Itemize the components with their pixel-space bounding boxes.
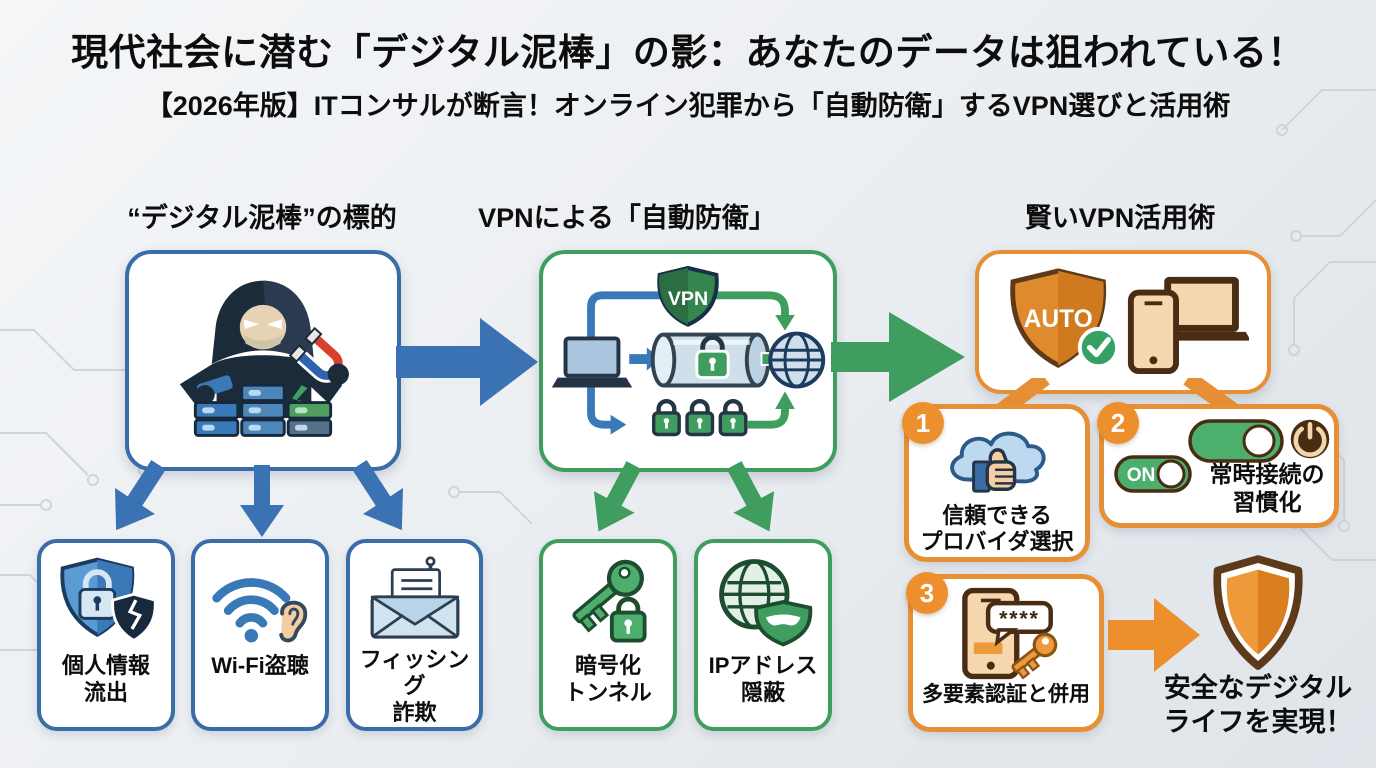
tips-column-header: 賢いVPN活用術 [1024,203,1216,233]
vpn-item-encrypted-tunnel: 暗号化トンネル [539,539,677,731]
vpn-item-ip-masking: IPアドレス隠蔽 [694,539,832,731]
tip-step-mfa: 3 **** 多要素認証と併用 [906,572,1104,732]
step-3-badge: 3 [906,572,948,614]
vpn-column-header: VPNによる「自動防衛」 [478,203,776,233]
auto-shield-devices-icon: AUTO [1010,268,1249,375]
vpn-to-tips-arrow [831,304,965,415]
threat-arrow-right [339,452,424,548]
vpn-defense-box: VPN [539,250,837,472]
on-switch-label: ON [1127,465,1156,486]
phishing-mail-hook-icon [370,556,459,639]
tip-step-provider: 1 信頼できるプロバイダ選択 [902,402,1090,562]
threats-column-header: “デジタル泥棒”の標的 [127,203,397,233]
vpn-shield-label: VPN [668,288,708,310]
threat-item-phishing: フィッシング詐欺 [346,539,483,731]
encryption-key-lock-icon [572,559,647,643]
power-button-icon [1290,419,1330,459]
step-2-label: 常時接続の習慣化 [1209,461,1325,515]
page-title: 現代社会に潜む「デジタル泥棒」の影：あなたのデータは狙われている！ [71,32,1305,73]
result-label: 安全なデジタルライフを実現！ [1163,673,1353,737]
hacker-magnet-data-icon [179,280,349,437]
vpn-arrow-left [576,454,655,547]
step-2-badge: 2 [1097,402,1139,444]
digital-thief-box [125,250,401,471]
auto-protection-box: AUTO [975,250,1271,394]
safe-shield-icon [1206,552,1310,679]
breached-shield-lock-icon [60,557,157,643]
vpn-tunnel-diagram-icon: VPN [551,265,826,437]
vpn-label-tunnel: 暗号化トンネル [564,653,652,705]
trusted-cloud-thumbs-up-icon [950,431,1046,493]
auto-shield-label: AUTO [1024,306,1093,333]
page-subtitle: 【2026年版】ITコンサルが断言！オンライン犯罪から「自動防衛」するVPN選び… [145,91,1231,121]
otp-code-text: **** [999,606,1040,630]
threat-arrow-left [93,452,178,548]
threat-label-phishing: フィッシング詐欺 [359,646,470,726]
vpn-arrow-right [714,454,793,547]
on-switch-icon: ON [1114,455,1192,493]
threat-label-data-leak: 個人情報流出 [61,653,150,705]
mfa-phone-key-icon: **** [962,587,1058,680]
step-3-label: 多要素認証と併用 [922,683,1090,706]
step-1-badge: 1 [902,402,944,444]
toggle-on-icon [1188,419,1284,463]
vpn-label-ip-masking: IPアドレス隠蔽 [708,653,818,705]
threat-label-wifi: Wi-Fi盗聴 [211,653,309,678]
masked-globe-icon [719,559,813,647]
threat-item-data-leak: 個人情報流出 [37,539,175,731]
threat-arrow-middle [240,464,284,543]
tip-step-always-on: 2 ON 常時接続の習慣化 [1097,402,1339,528]
threat-item-wifi-eavesdropping: Wi-Fi盗聴 [191,539,329,731]
step-1-label: 信頼できるプロバイダ選択 [920,503,1074,555]
wifi-eavesdropping-ear-icon [212,578,308,643]
threats-to-vpn-arrow [396,310,538,419]
result-arrow [1108,598,1200,677]
